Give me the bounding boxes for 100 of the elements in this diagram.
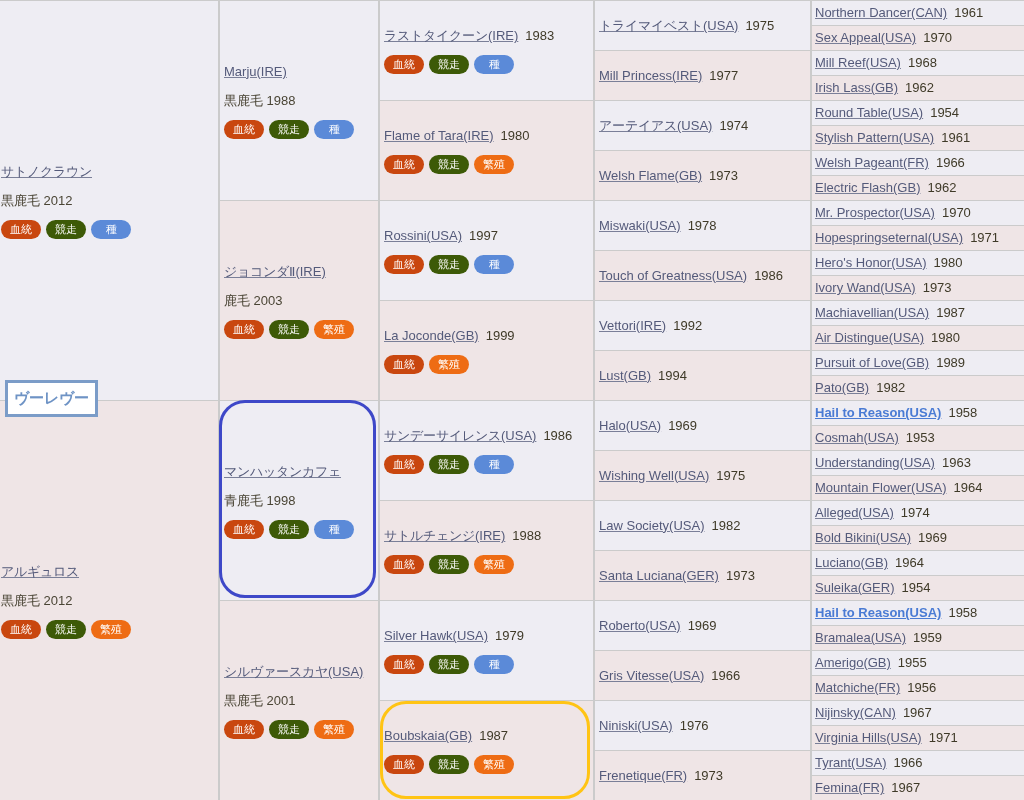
horse-name-link: Understanding(USA) (815, 455, 935, 470)
birth-year: 1973 (709, 167, 738, 183)
horse-name-link: シルヴァースカヤ(USA) (224, 663, 364, 679)
pedigree-cell (593, 250, 810, 300)
birth-year: 1971 (928, 730, 958, 745)
birth-year: 1989 (936, 355, 966, 370)
horse-name-link: Frenetique(FR) (599, 767, 688, 783)
birth-year: 1980 (933, 255, 963, 270)
category-tag: 血統 (384, 455, 424, 474)
category-tag: 競走 (269, 119, 309, 139)
horse-name-link: Air Distingue(USA) (815, 330, 925, 345)
birth-year: 1982 (711, 517, 741, 533)
horse-name-link: Gris Vitesse(USA) (599, 667, 705, 683)
birth-year: 1953 (905, 430, 935, 445)
horse-name-link: Tyrant(USA) (815, 755, 887, 770)
pedigree-cell (593, 600, 810, 650)
birth-year: 1980 (931, 330, 960, 345)
birth-year: 1959 (913, 630, 942, 645)
birth-year: 1992 (673, 317, 703, 333)
pedigree-cell (810, 450, 1024, 475)
horse-name-link: Santa Luciana(GER) (599, 567, 719, 583)
pedigree-cell (810, 0, 1024, 25)
pedigree-cell (810, 525, 1024, 550)
horse-name-link: Mill Princess(IRE) (599, 67, 703, 83)
category-tag: 種 (91, 219, 131, 239)
birth-year: 1986 (543, 428, 573, 443)
category-tag: 血統 (384, 655, 424, 674)
pedigree-cell (810, 175, 1024, 200)
category-tag: 競走 (46, 619, 86, 639)
horse-name-link: Mountain Flower(USA) (815, 480, 947, 495)
birth-year: 1974 (900, 505, 930, 520)
pedigree-cell (810, 350, 1024, 375)
category-tag: 競走 (46, 219, 86, 239)
coat-color-year: 黒鹿毛 2012 (1, 592, 73, 608)
horse-name-link: Pursuit of Love(GB) (815, 355, 930, 370)
horse-name-link: ジョコンダⅡ(IRE) (224, 263, 326, 279)
pedigree-cell (593, 400, 810, 450)
horse-name-link: Bramalea(USA) (815, 630, 907, 645)
birth-year: 1964 (895, 555, 924, 570)
category-tag: 競走 (429, 655, 469, 674)
horse-name-link: トライマイベスト(USA) (599, 17, 739, 33)
category-tag: 競走 (269, 519, 309, 539)
category-tag: 競走 (429, 455, 469, 474)
horse-name-link: サンデーサイレンス(USA) (384, 428, 537, 443)
pedigree-cell (593, 50, 810, 100)
category-tag: 血統 (224, 719, 264, 739)
category-tag: 競走 (269, 319, 309, 339)
birth-year: 1966 (935, 155, 965, 170)
birth-year: 1974 (719, 117, 749, 133)
horse-name-link: Pato(GB) (815, 380, 870, 395)
coat-color-year: 鹿毛 2003 (224, 292, 283, 308)
birth-year: 1969 (918, 530, 947, 545)
horse-name-link: Halo(USA) (599, 417, 662, 433)
horse-name-link: Matchiche(FR) (815, 680, 901, 695)
horse-name-link: Ivory Wand(USA) (815, 280, 916, 295)
birth-year: 1986 (754, 267, 784, 283)
pedigree-cell (810, 600, 1024, 625)
horse-name-link: Silver Hawk(USA) (384, 628, 488, 643)
horse-name-link: Hopespringseternal(USA) (815, 230, 964, 245)
category-tag: 繁殖 (91, 619, 131, 639)
birth-year: 1983 (525, 28, 555, 43)
pedigree-cell (810, 575, 1024, 600)
pedigree-cell (593, 550, 810, 600)
birth-year: 1961 (941, 130, 971, 145)
pedigree-cell (218, 0, 378, 200)
birth-year: 1994 (658, 367, 687, 383)
birth-year: 1976 (679, 717, 709, 733)
pedigree-cell (378, 400, 593, 500)
horse-name-link: Boubskaia(GB) (384, 728, 473, 743)
horse-name-link: サトルチェンジ(IRE) (384, 528, 506, 543)
horse-name-link: Bold Bikini(USA) (815, 530, 912, 545)
birth-year: 1979 (495, 628, 524, 643)
pedigree-cell (218, 600, 378, 800)
pedigree-cell (378, 100, 593, 200)
birth-year: 1997 (469, 228, 498, 243)
birth-year: 1961 (954, 5, 984, 20)
horse-name-link: サトノクラウン (1, 163, 92, 179)
pedigree-cell (378, 600, 593, 700)
pedigree-cell (810, 275, 1024, 300)
birth-year: 1975 (716, 467, 746, 483)
pedigree-cell (810, 375, 1024, 400)
birth-year: 1973 (694, 767, 724, 783)
birth-year: 1969 (687, 617, 717, 633)
birth-year: 1968 (907, 55, 937, 70)
birth-year: 1958 (948, 605, 978, 620)
category-tag: 血統 (384, 555, 424, 574)
horse-name-link: Hail to Reason(USA) (815, 405, 942, 420)
pedigree-cell (593, 300, 810, 350)
horse-name-link: Hero's Honor(USA) (815, 255, 927, 270)
horse-name-link: マンハッタンカフェ (224, 463, 341, 479)
pedigree-cell (810, 725, 1024, 750)
pedigree-cell (593, 100, 810, 150)
pedigree-cell (593, 200, 810, 250)
pedigree-cell (810, 650, 1024, 675)
horse-name-link: Niniski(USA) (599, 717, 673, 733)
pedigree-cell (810, 425, 1024, 450)
category-tag: 種 (314, 119, 354, 139)
category-tag: 血統 (384, 755, 424, 774)
birth-year: 1987 (936, 305, 966, 320)
pedigree-cell (593, 700, 810, 750)
